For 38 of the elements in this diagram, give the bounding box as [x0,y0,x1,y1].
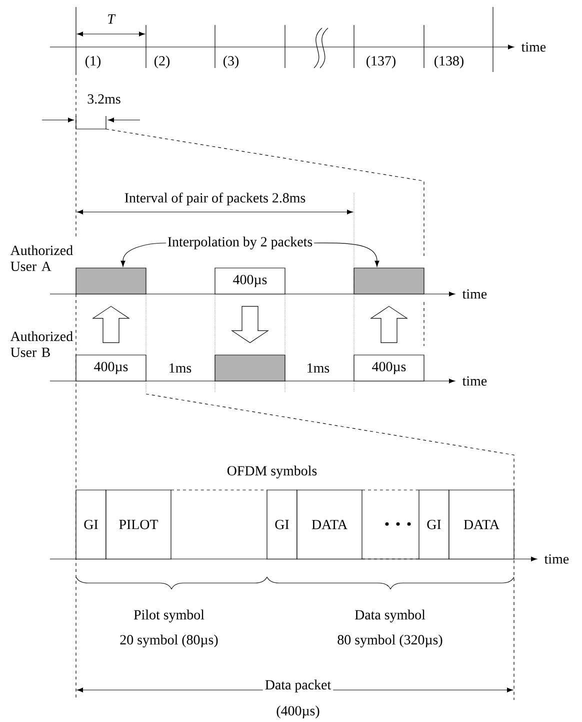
row-label: Authorized User A [10,245,73,272]
block-arrow [370,306,408,343]
gap-label: 1ms [308,363,330,373]
guard-interval-box: GI [266,490,298,560]
dimension-label: Data packet [262,678,334,694]
brace-label: Pilot symbol [134,610,204,622]
axis-label: time [521,42,546,52]
brace-label: 80 symbol (320µs) [338,634,442,648]
packet-box: 400µs [214,268,286,294]
row-label: Authorized User B [10,331,73,358]
brace-label: Data symbol [354,610,426,622]
axis-label: time [462,376,487,386]
packet-box: 400µs [354,354,424,382]
period-number: (2) [154,56,170,68]
dimension-label: (400µs) [276,706,320,718]
packet-box: 400µs [76,354,146,382]
dimension-label: 3.2ms [88,94,120,104]
curved-arrow [120,242,166,267]
block-arrow [231,306,269,344]
axis-label: time [462,289,487,299]
period-number: (3) [223,56,239,68]
period-number: (1) [85,56,101,68]
period-label: T [108,14,116,24]
guard-interval-box: GI [76,490,106,560]
packet-box [76,268,146,294]
brace-label: 20 symbol (80µs) [120,634,218,648]
guard-interval-box: GI [418,490,450,560]
annotation-text: Interpolation by 2 packets [168,236,312,250]
axis-label: time [544,554,569,564]
block-arrow [92,306,130,343]
packet-box [214,354,286,382]
curved-arrow [314,242,380,267]
dimension-label: Interval of pair of packets 2.8ms [124,192,306,206]
period-number: (138) [434,56,464,68]
period-number: (137) [366,56,396,68]
section-title: OFDM symbols [227,466,317,478]
packet-box [354,268,424,294]
gap-label: 1ms [170,363,192,373]
